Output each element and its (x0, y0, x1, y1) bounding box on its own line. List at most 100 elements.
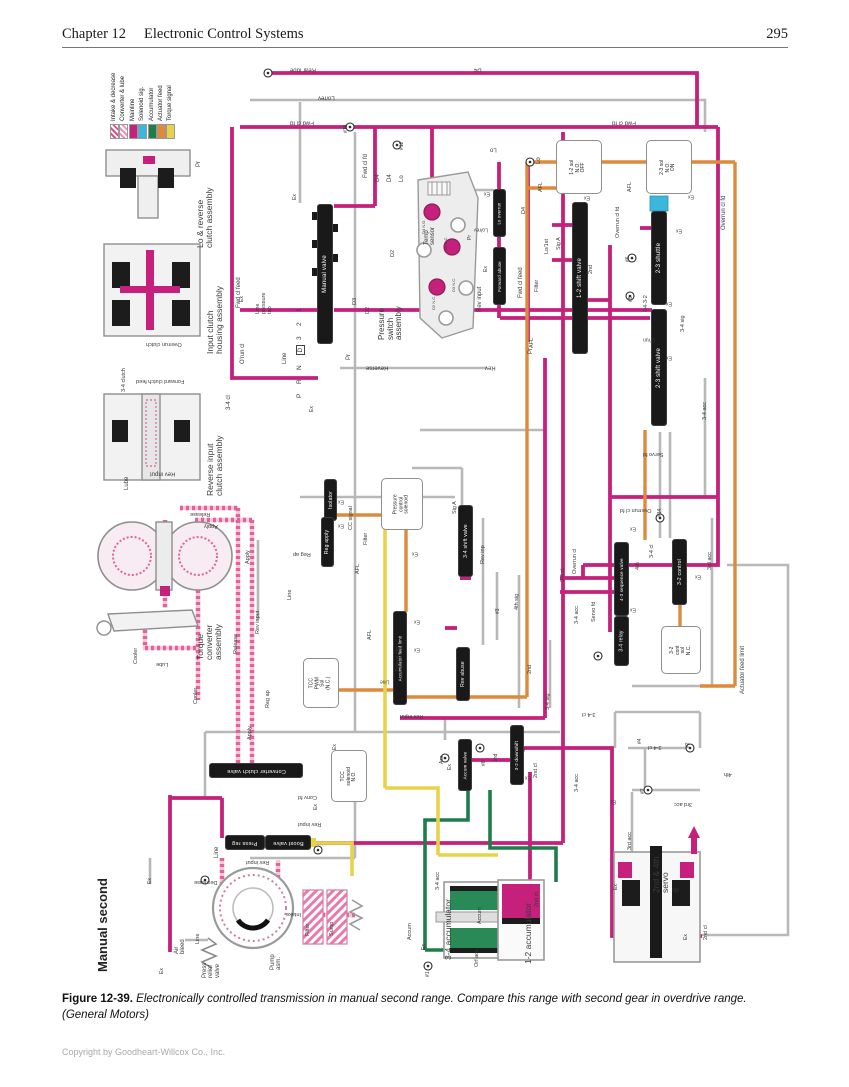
valve-manual-valve: Manual valve (318, 205, 332, 343)
diagram-label-d4: D4 (474, 66, 482, 73)
figure-number: Figure 12-39. (62, 993, 133, 1005)
diagram-label-pr: Pr (528, 348, 534, 354)
diagram-label-torque-converter-assembly: Torque converter assembly (195, 624, 224, 660)
servo-arrow (688, 826, 700, 838)
diagram-label-fwd-cl-fd: Fwd cl fd (290, 119, 315, 126)
diagram-label-ex: Ex (613, 884, 619, 890)
diagram-label-fwd-cl-feed: Fwd cl feed (518, 267, 524, 298)
diagram-label-ex: Ex (332, 744, 338, 750)
diagram-label-3-4-acc: 3-4 acc (574, 773, 580, 792)
diagram-label-rev: Rev (485, 364, 496, 371)
diagram-label-forward-clutch-feed: Forward clutch feed (136, 377, 185, 384)
legend-swatch-intake-decrease (110, 124, 119, 139)
legend-swatch-mainline (128, 124, 138, 139)
boost-valve-torque-tip (310, 838, 316, 847)
diagram-label-afl: AFL (529, 337, 535, 348)
solenoid-label: TCC solenoid N.O. (339, 766, 357, 786)
diagram-label-fwd-cl-fd: Fwd cl fd (612, 119, 637, 126)
diagram-label-d4-3-2: D4-3-2 (643, 295, 649, 312)
diagram-label-orf-acc: Orf acc (474, 949, 480, 967)
reverse-input-clutch-drawing (103, 393, 201, 481)
diagram-label-2nd-cl: 2nd cl (703, 925, 709, 940)
diagram-label-line: Line (195, 933, 201, 944)
diagram-label-ex: Ex (666, 300, 672, 307)
diagram-label-apply: Apply (245, 550, 251, 564)
diagram-label-rear-lube: Rear lube (290, 66, 317, 73)
diagram-label-line-pressure-tap: Line pressure tap (255, 292, 273, 314)
diagram-label-press-relief-valve: Press relief valve (202, 962, 221, 978)
diagram-label-decrease: Decrease (194, 878, 218, 885)
diagram-label-6: #6 (625, 256, 631, 262)
valve-isolator: Isolator (325, 480, 336, 520)
valve-label: 3-4 shift valve (462, 524, 469, 558)
diagram-label-overrun-cl-fd: Overrun cl fd (615, 206, 621, 238)
diagram-label-ex: Ex (666, 354, 672, 361)
diagram-label-3-4-acc: 3-4 acc (702, 401, 708, 420)
diagram-label-fwd-cl-fd: Fwd cl fd (363, 153, 369, 178)
legend-label: Torque signal (167, 85, 174, 121)
diagram-label-2nd: 2nd (493, 753, 499, 762)
diagram-label-pressure-switch-assembly: Pressure switch assembly (377, 306, 404, 340)
diagram-label-5: #5 (628, 296, 634, 302)
valve-1-2-shift-valve: 1-2 shift valve (573, 203, 587, 353)
diagram-label-reverse: Reverse (366, 364, 389, 371)
diagram-label-ex: Ex (525, 774, 531, 781)
diagram-label-3: #3 (495, 608, 501, 614)
diagram-label-ex: Ex (159, 968, 165, 974)
diagram-label-lo-rev: Lo/rev (318, 94, 335, 101)
valve-3-4-relay: 3-4 relay (615, 617, 628, 665)
diagram-label-rev-input: Rev input (400, 712, 424, 719)
shuttle-solenoid-signal (649, 195, 669, 212)
diagram-label-p: P (296, 393, 303, 398)
diagram-label-rev-input: Rev input (246, 858, 270, 865)
valve-label: 3-2 downshift (514, 740, 520, 770)
diagram-label-cc-signal: CC signal (348, 506, 354, 530)
diagram-label-d4: D4 (387, 174, 393, 182)
valve-3-2-downshift: 3-2 downshift (511, 726, 523, 784)
diagram-label-o-run: O'run (643, 336, 656, 343)
diagram-label-ex: Ex (412, 550, 418, 557)
diagram-label-ex: Ex (421, 944, 427, 950)
valve-label: Press reg (232, 839, 258, 846)
diagram-label-2nd-cl: 2nd cl (533, 763, 539, 778)
legend-label: Actuator feed (158, 85, 164, 121)
diagram-label-overrun-cl-fd: Overrun cl fd (721, 195, 727, 230)
diagram-label-ex: Ex (683, 934, 689, 940)
solenoid-label: 3-2 cont sol N.C. (668, 645, 692, 655)
sump-box (326, 889, 348, 945)
diagram-label-3-4-cl: 3-4 cl (649, 544, 655, 558)
diagram-label-release: Release (190, 510, 211, 517)
figure-caption: Figure 12-39. Electronically controlled … (62, 991, 789, 1023)
legend-label: Accumulator (148, 87, 155, 121)
diagram-label-3: 3 (296, 336, 303, 340)
solenoid-1-2-sol: 1-2 sol N.O. OFF (556, 140, 602, 194)
input-clutch-housing-drawing (103, 243, 201, 337)
diagram-label-d2-n-c: D2 N.C. (431, 295, 436, 310)
valve-converter-clutch-valve: Converter clutch valve (210, 764, 302, 777)
valve-label: Forward abuse (497, 260, 502, 292)
diagram-label-ex: Ex (630, 525, 636, 532)
diagram-label-d4-n-o: D4 N.O. (421, 219, 426, 234)
diagram-label-lube: Lube (156, 660, 169, 667)
valve-label: Lo overrun (497, 201, 502, 225)
diagram-label-release: Release (233, 633, 239, 654)
diagram-label-lo: Lo (536, 157, 542, 164)
diagram-label-ex: Ex (483, 266, 489, 272)
diagram-label-pr: Pr (196, 161, 202, 167)
diagram-label-ex: Ex (414, 646, 420, 653)
valve-press-reg: Press reg (226, 836, 264, 849)
diagram-label-ex: Ex (292, 194, 298, 200)
valve-label: Reg apply (324, 529, 331, 555)
valve-3-2-control: 3-2 control (673, 540, 686, 604)
solenoid-label: TCC PWM Sol (N.C.) (308, 676, 332, 690)
valve-label: 3-2 control (676, 559, 683, 585)
diagram-label-d: D (296, 345, 306, 355)
diagram-label-3-4-sig: 3-4 sig (680, 315, 686, 332)
diagram-label-afl: AFL (355, 563, 361, 574)
diagram-label-apply: Apply (247, 726, 253, 740)
diagram-label-ex: Ex (584, 194, 590, 201)
diagram-label-ex: Ex (630, 606, 636, 613)
diagram-label-1-2-accumulator: 1-2 accumulator (523, 903, 533, 964)
diagram-label-ex: Ex (447, 764, 453, 770)
